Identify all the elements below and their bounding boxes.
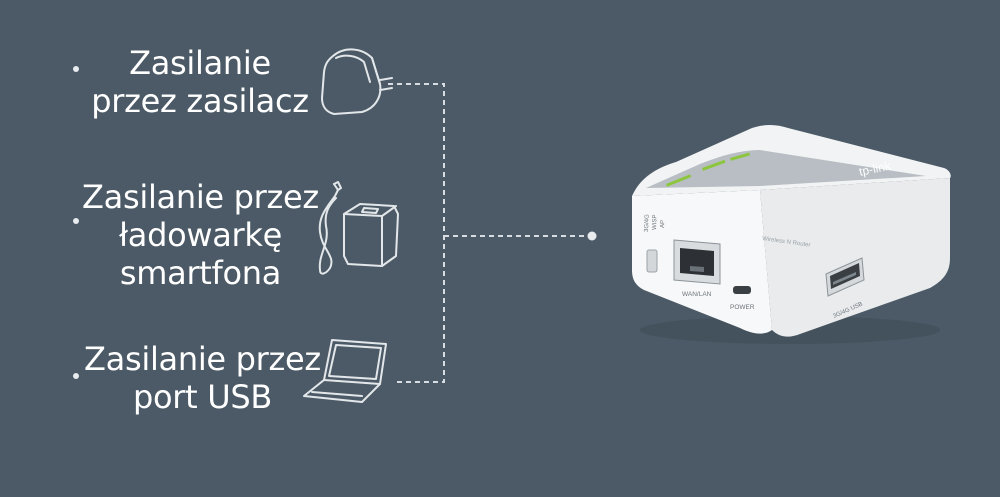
- power-port[interactable]: [733, 286, 751, 294]
- bullet-3: [73, 373, 79, 379]
- router-brand: tp-link: [858, 158, 893, 179]
- phone-charger-icon: [318, 181, 399, 275]
- laptop-icon: [303, 339, 387, 403]
- mode-label: 3G/4G: [644, 214, 651, 232]
- connector-lines: [388, 83, 590, 383]
- option-label-adapter: Zasilanie przez zasilacz: [80, 44, 320, 120]
- option-label-line: smartfona: [119, 254, 282, 292]
- connector-dot: [587, 231, 597, 241]
- mode-switch[interactable]: [646, 249, 658, 273]
- option-label-line: przez zasilacz: [91, 82, 309, 120]
- bullet-2: [73, 218, 79, 224]
- option-label-line: ładowarkę: [118, 216, 283, 254]
- option-label-usb: Zasilanie przez port USB: [80, 340, 325, 416]
- usb-port[interactable]: [825, 257, 865, 297]
- power-label: POWER: [730, 304, 755, 311]
- ethernet-port[interactable]: [673, 239, 721, 285]
- status-leds: [666, 152, 751, 187]
- option-label-line: Zasilanie: [129, 44, 271, 82]
- wall-adapter-icon: [321, 48, 393, 115]
- option-label-line: port USB: [132, 378, 273, 416]
- mode-label: WISP: [652, 215, 659, 231]
- wan-lan-label: WAN/LAN: [682, 291, 712, 298]
- mode-label: AP: [660, 220, 666, 228]
- option-label-phone-charger: Zasilanie przez ładowarkę smartfona: [78, 178, 323, 292]
- option-label-line: Zasilanie przez: [82, 178, 319, 216]
- bullet-1: [73, 66, 79, 72]
- router-device: tp-link Wireless N Router 3G/4G WISP AP …: [632, 125, 951, 344]
- option-label-line: Zasilanie przez: [84, 340, 321, 378]
